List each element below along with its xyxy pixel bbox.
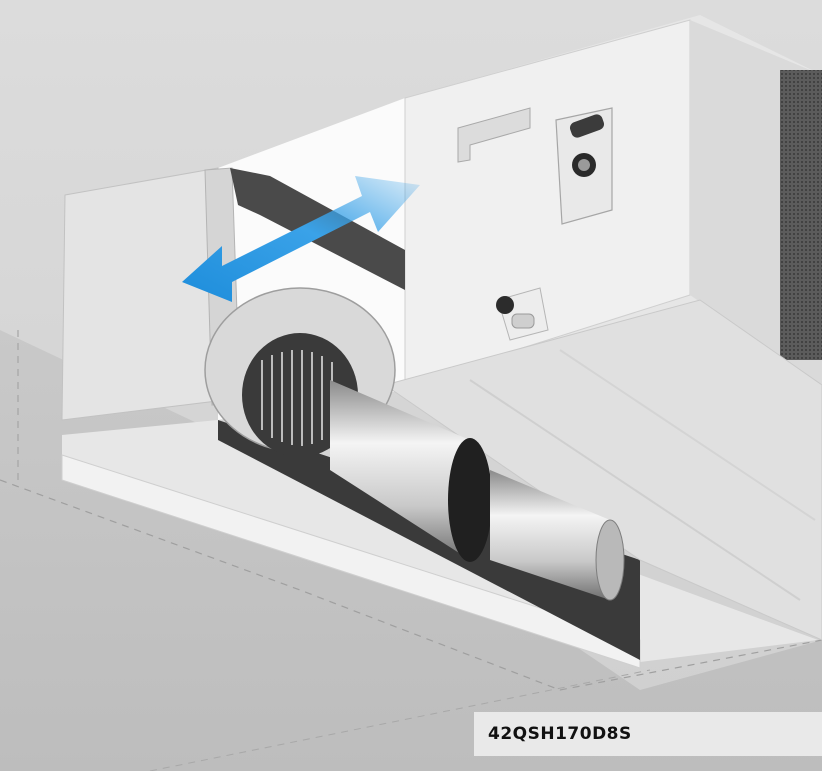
blower-cylinder-1 — [330, 380, 470, 560]
model-number-label: 42QSH170D8S — [474, 712, 822, 756]
base-tray-front-lip — [61, 454, 641, 669]
blower-cylinder-2 — [490, 470, 610, 600]
air-filter — [780, 70, 822, 360]
airflow-double-arrow-icon — [182, 176, 420, 302]
pipe-stub — [569, 114, 605, 138]
blower-cavity — [218, 420, 640, 660]
handle-bracket — [457, 107, 531, 163]
drain-spout — [511, 313, 535, 329]
motor-core — [448, 438, 492, 562]
fan-wheel-blades — [261, 350, 333, 446]
pipe-fitting-upper-core — [578, 159, 590, 171]
dashed-guide-line — [0, 479, 822, 691]
blower-end-cap — [595, 519, 625, 601]
return-plenum-box — [61, 167, 226, 421]
panel-crease-2 — [559, 349, 816, 521]
drain-fitting — [496, 296, 514, 314]
panel-crease — [469, 379, 801, 601]
